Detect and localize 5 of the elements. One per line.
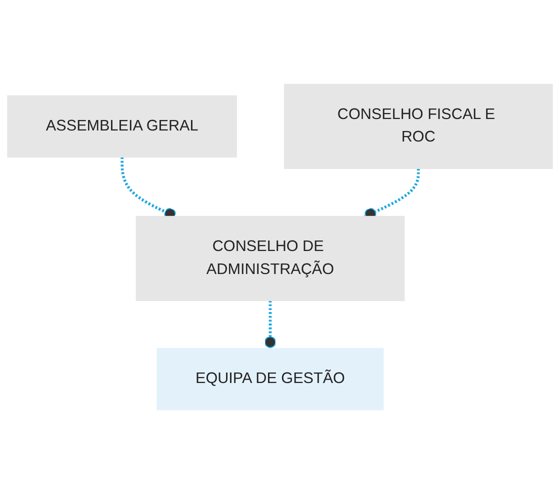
- node-box: CONSELHO FISCAL E ROC: [284, 84, 553, 169]
- node-box: EQUIPA DE GESTÃO: [156, 348, 384, 410]
- node-box: ASSEMBLEIA GERAL: [7, 95, 238, 158]
- connector: [264, 300, 276, 348]
- node-box: CONSELHO DE ADMINISTRAÇÃO: [136, 216, 405, 302]
